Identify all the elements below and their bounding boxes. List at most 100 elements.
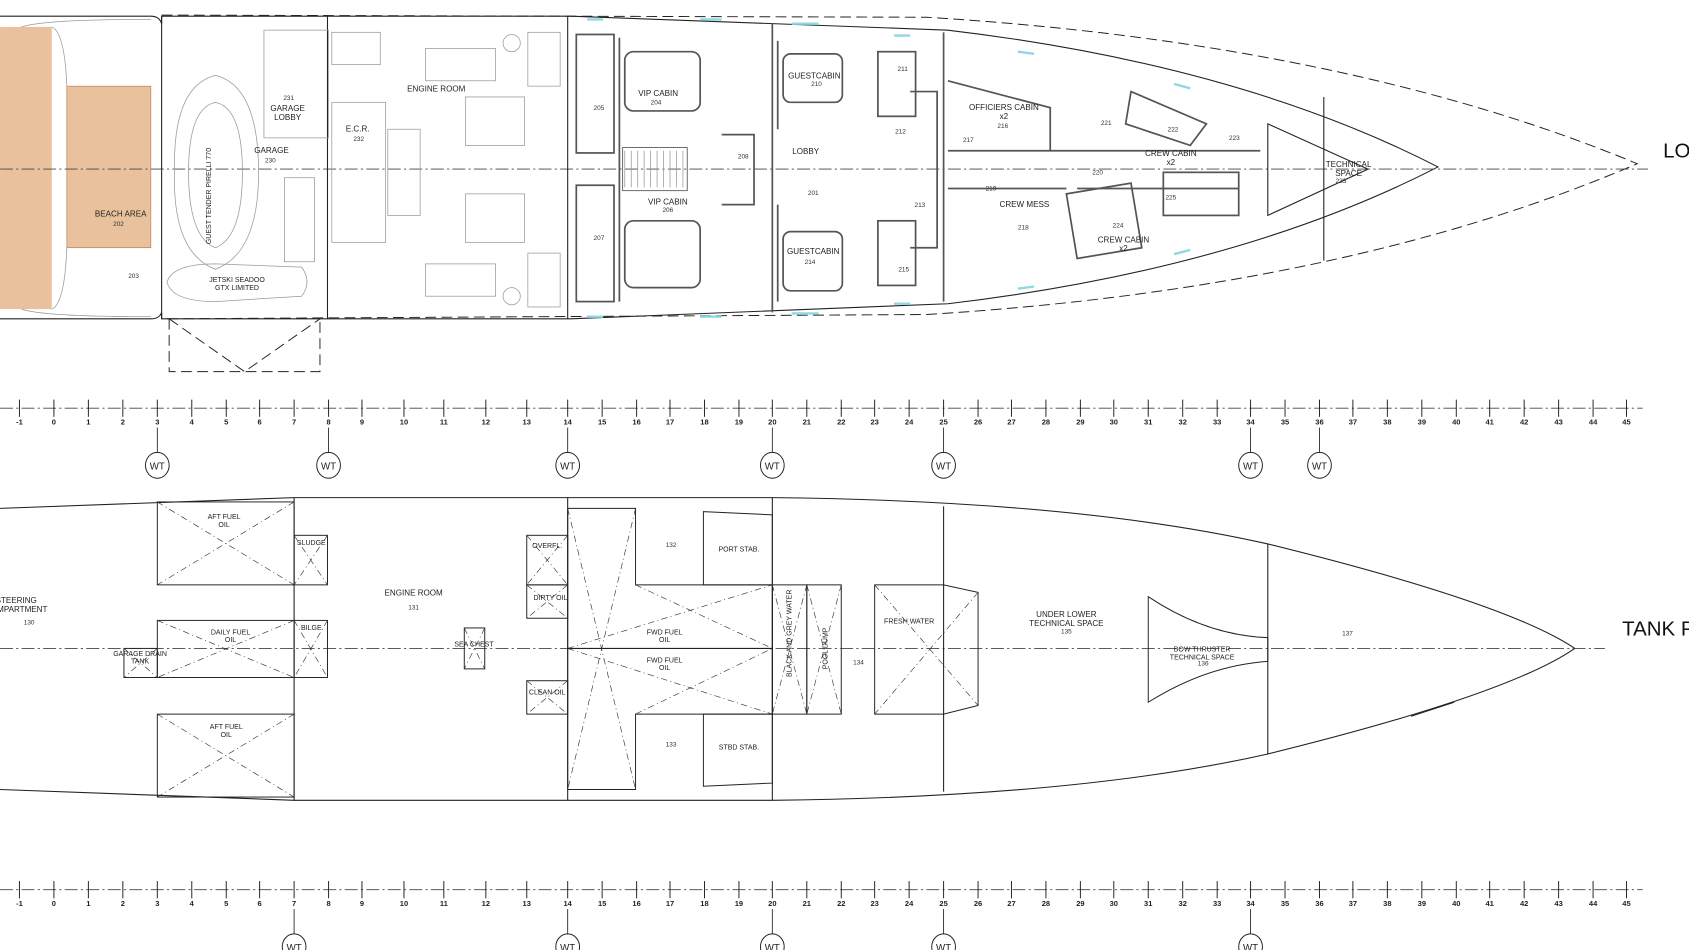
frame-label: 1 xyxy=(86,899,90,908)
room-number: 206 xyxy=(662,207,673,214)
frame-label: 8 xyxy=(326,899,330,908)
room-label: CREW MESS xyxy=(1000,200,1050,209)
tank-number: 136 xyxy=(1198,661,1209,668)
frame-label: 29 xyxy=(1076,417,1084,426)
frame-label: 37 xyxy=(1349,417,1357,426)
tank-label: FRESH WATER xyxy=(884,619,934,626)
frame-label: 11 xyxy=(440,417,448,426)
frame-label: 23 xyxy=(870,417,878,426)
bulkheads xyxy=(161,16,1370,319)
frame-label: 21 xyxy=(803,417,811,426)
tank-label: CLEAN OIL xyxy=(529,690,566,697)
transom-steps xyxy=(21,19,151,318)
teak-beach-inner xyxy=(66,85,152,249)
frame-label: 16 xyxy=(632,899,640,908)
room-number: 212 xyxy=(895,129,906,136)
frame-label: 36 xyxy=(1315,899,1323,908)
frame-label: 22 xyxy=(837,417,845,426)
deck-hull-outline xyxy=(0,15,1440,320)
frame-label: 42 xyxy=(1520,899,1528,908)
tank-label: ENGINE ROOM xyxy=(385,589,444,598)
watertight-bulkhead-marker xyxy=(555,451,581,479)
wt-label: WT xyxy=(1243,462,1258,473)
wt-label: WT xyxy=(150,462,165,473)
room-number: 231 xyxy=(283,95,294,102)
frame-label: 22 xyxy=(837,899,845,908)
watertight-bulkhead-marker xyxy=(144,451,170,479)
room-number: 211 xyxy=(898,66,909,73)
frame-label: 20 xyxy=(768,899,776,908)
lower-deck-title: LO xyxy=(1663,139,1689,162)
frame-label: 41 xyxy=(1485,899,1493,908)
frame-label: -1 xyxy=(16,417,23,426)
frame-label: 43 xyxy=(1554,417,1562,426)
room-number: 210 xyxy=(811,81,822,88)
cabin-walls xyxy=(575,33,1261,303)
frame-label: 45 xyxy=(1622,899,1630,908)
room-number: 204 xyxy=(651,99,662,106)
room-number: 230 xyxy=(265,158,276,165)
tank-label: SLUDGE xyxy=(297,540,326,547)
room-number: 220 xyxy=(1092,169,1103,176)
room-number: 224 xyxy=(1113,222,1124,229)
frame-label: 35 xyxy=(1281,899,1289,908)
wt-label: WT xyxy=(765,462,780,473)
tank-number: 135 xyxy=(1061,628,1072,635)
stair-grid xyxy=(622,147,688,192)
engine-machinery xyxy=(331,31,561,308)
frame-label: 10 xyxy=(400,417,408,426)
frame-label: 11 xyxy=(440,899,448,908)
frame-label: 7 xyxy=(292,899,296,908)
frame-label: 38 xyxy=(1383,899,1391,908)
room-number: 214 xyxy=(805,259,816,266)
wt-label: WT xyxy=(560,462,575,473)
room-labels: BEACH AREA 202 203 GUEST TENDER PIRELLI … xyxy=(95,66,1372,292)
room-number: 215 xyxy=(898,266,909,273)
room-number: 203 xyxy=(128,273,139,280)
room-label: VIP CABIN xyxy=(638,89,678,98)
frame-label: 39 xyxy=(1418,417,1426,426)
room-number: 225 xyxy=(1165,194,1176,201)
tank-label: BILGE xyxy=(301,625,322,632)
frame-label: 9 xyxy=(360,417,364,426)
room-label: GARAGE xyxy=(254,146,289,155)
frame-label: 44 xyxy=(1589,899,1598,908)
frame-label: 26 xyxy=(974,417,982,426)
room-number: 232 xyxy=(353,136,364,143)
tank-label: POOL DUMP xyxy=(822,627,829,669)
frame-label: 7 xyxy=(292,417,296,426)
wt-label: WT xyxy=(560,943,575,950)
frame-label: 36 xyxy=(1315,417,1323,426)
frame-label: 17 xyxy=(666,899,674,908)
tank-label: BLACK AND GREY WATER xyxy=(787,590,794,677)
watertight-bulkhead-marker xyxy=(931,451,956,479)
frame-label: -1 xyxy=(16,899,23,908)
frame-label: 14 xyxy=(563,899,572,908)
frame-label: 4 xyxy=(190,417,195,426)
room-number: 219 xyxy=(986,186,997,193)
outer-dashed-hull xyxy=(161,14,1639,320)
room-label: LOBBY xyxy=(792,147,820,156)
garage-equipment xyxy=(166,29,329,373)
frame-label: 0 xyxy=(52,417,56,426)
watertight-bulkhead-marker xyxy=(1238,933,1263,950)
room-number: 221 xyxy=(1101,120,1112,127)
frame-label: 41 xyxy=(1485,417,1493,426)
frame-label: 15 xyxy=(598,899,606,908)
frame-label: 25 xyxy=(939,417,947,426)
frame-label: 12 xyxy=(482,899,490,908)
frame-label: 40 xyxy=(1452,899,1460,908)
watertight-bulkhead-marker xyxy=(931,933,956,950)
frame-label: 27 xyxy=(1007,417,1015,426)
frame-label: 32 xyxy=(1179,899,1187,908)
